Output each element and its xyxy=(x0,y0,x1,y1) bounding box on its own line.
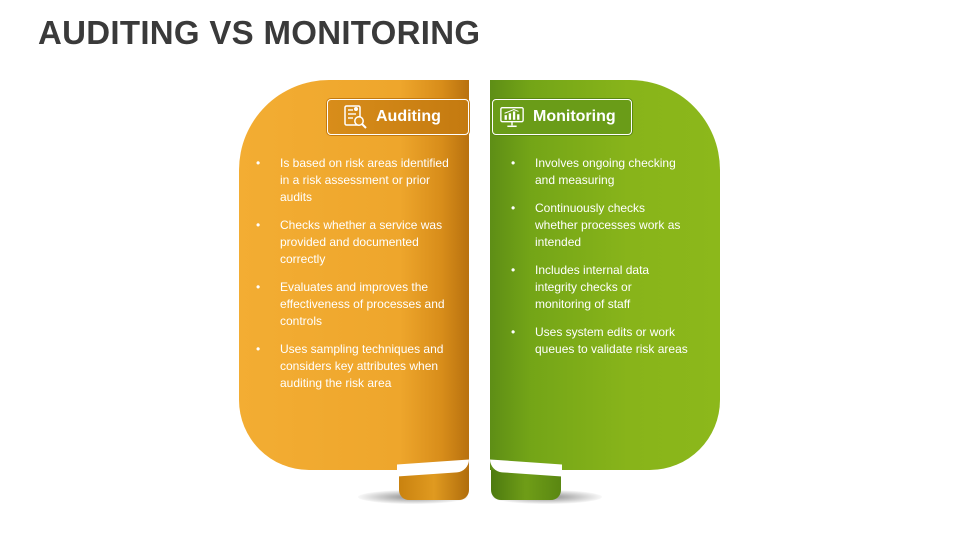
monitor-chart-icon xyxy=(499,104,525,130)
auditing-label: Auditing xyxy=(327,99,469,135)
list-item: • Evaluates and improves the effectivenes… xyxy=(256,279,456,330)
bullet: • xyxy=(256,280,261,294)
bullet: • xyxy=(511,263,516,277)
list-item: • Includes internal data integrity checks… xyxy=(511,262,691,313)
bullet: • xyxy=(256,156,261,170)
list-item-text: Is based on risk areas identified in a r… xyxy=(280,156,449,204)
auditing-card xyxy=(239,80,469,470)
list-item-text: Includes internal data integrity checks … xyxy=(535,263,650,311)
list-item: • Involves ongoing checking and measuring xyxy=(511,155,691,189)
list-item: • Checks whether a service was provided a… xyxy=(256,217,456,268)
list-item-text: Checks whether a service was provided an… xyxy=(280,218,443,266)
bullet: • xyxy=(511,325,516,339)
bullet: • xyxy=(511,201,516,215)
list-item: • Uses system edits or work queues to val… xyxy=(511,324,691,358)
audit-document-icon xyxy=(342,104,368,130)
bullet: • xyxy=(256,342,261,356)
bullet: • xyxy=(256,218,261,232)
bullet: • xyxy=(511,156,516,170)
list-item-text: Uses system edits or work queues to vali… xyxy=(535,325,688,356)
list-item-text: Continuously checks whether processes wo… xyxy=(535,201,681,249)
monitoring-label: Monitoring xyxy=(492,99,632,135)
monitoring-list: • Involves ongoing checking and measuring… xyxy=(511,155,691,369)
list-item-text: Involves ongoing checking and measuring xyxy=(535,156,676,187)
list-item: • Uses sampling techniques and considers … xyxy=(256,341,456,392)
page-title: AUDITING VS MONITORING xyxy=(38,14,481,51)
list-item-text: Evaluates and improves the effectiveness… xyxy=(280,280,445,328)
list-item: • Is based on risk areas identified in a … xyxy=(256,155,456,206)
monitoring-label-text: Monitoring xyxy=(533,108,616,125)
auditing-list: • Is based on risk areas identified in a … xyxy=(256,155,456,403)
list-item-text: Uses sampling techniques and considers k… xyxy=(280,342,444,390)
list-item: • Continuously checks whether processes w… xyxy=(511,200,691,251)
auditing-label-text: Auditing xyxy=(376,108,441,125)
monitoring-card xyxy=(490,80,720,470)
